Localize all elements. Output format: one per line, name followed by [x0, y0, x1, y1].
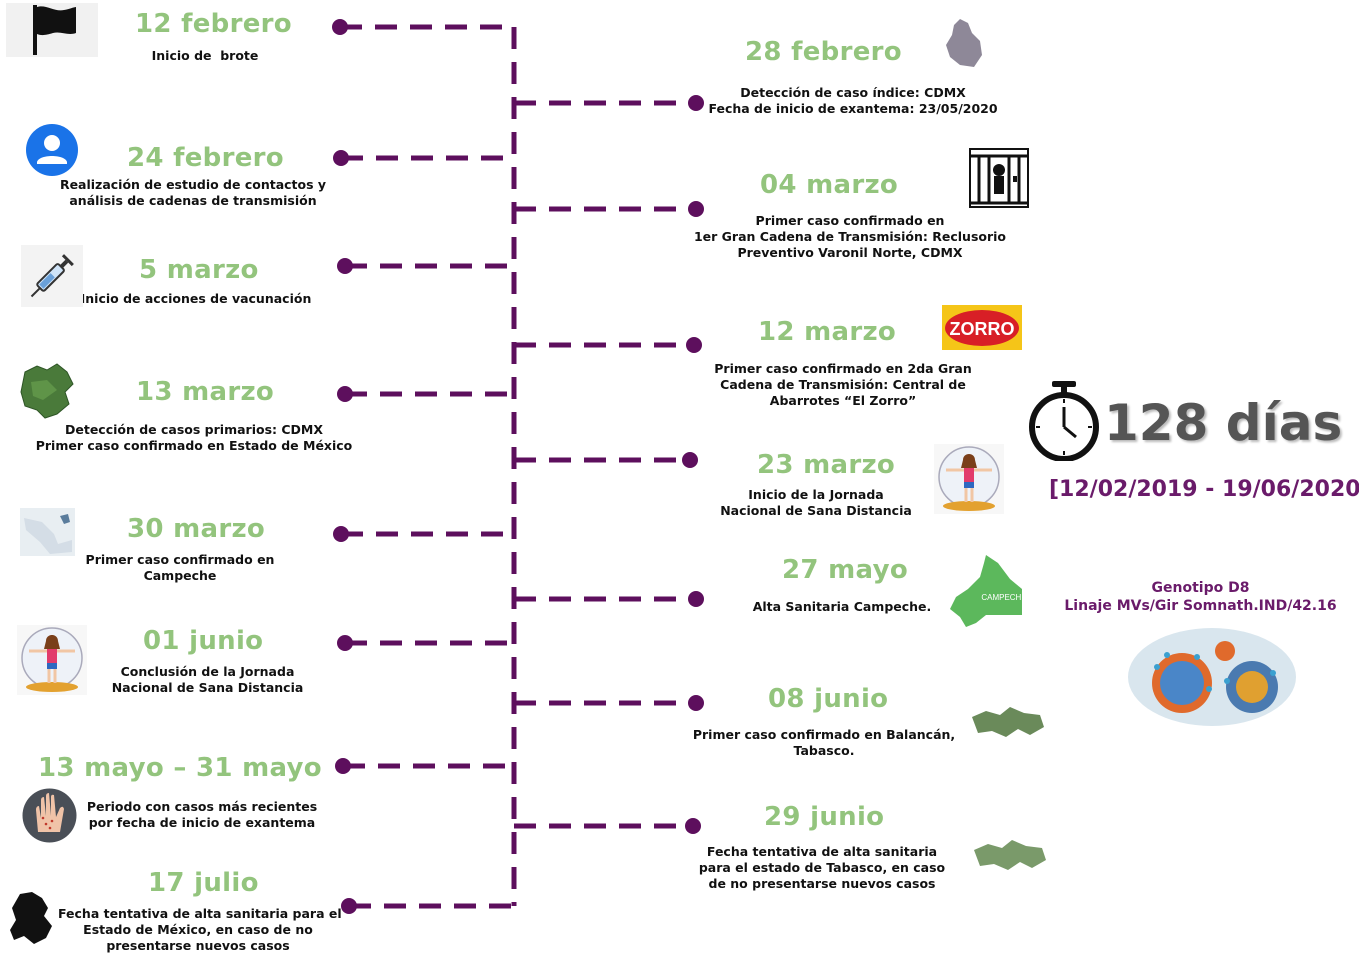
event-date: 30 marzo [127, 514, 266, 544]
event-description: Primer caso confirmado en 1er Gran Caden… [693, 213, 1007, 260]
event-date: 01 junio [143, 626, 264, 656]
zorro-logo-text: ZORRO [950, 319, 1015, 339]
timeline-dot [337, 635, 353, 651]
timeline-dot [688, 591, 704, 607]
timeline-dot [686, 337, 702, 353]
mexico-map-icon [20, 508, 75, 556]
user-icon [25, 123, 79, 177]
event-description: Primer caso confirmado en 2da Gran Caden… [714, 361, 972, 408]
tabasco-map-icon [970, 703, 1046, 741]
sana-distancia-icon [934, 444, 1004, 514]
stopwatch-icon [1026, 379, 1102, 462]
timeline-dot [337, 386, 353, 402]
timeline-dot [332, 19, 348, 35]
event-description: Fecha tentativa de alta sanitaria para e… [698, 844, 946, 891]
event-date: 29 junio [764, 802, 885, 832]
event-description: Detección de casos primarios: CDMX Prime… [35, 422, 353, 453]
timeline-dot [682, 452, 698, 468]
event-date: 08 junio [768, 684, 889, 714]
event-description: Alta Sanitaria Campeche. [752, 599, 932, 614]
event-date: 13 mayo – 31 mayo [38, 753, 322, 783]
campeche-map-icon: CAMPECHE [946, 553, 1027, 631]
timeline-dot [333, 526, 349, 542]
flag-icon [6, 3, 98, 57]
event-description: Fecha tentativa de alta sanitaria para e… [58, 906, 342, 953]
event-date: 13 marzo [136, 377, 275, 407]
event-date: 27 mayo [782, 555, 908, 585]
edomex-map-icon [6, 890, 56, 946]
event-description: Inicio de brote [151, 48, 259, 63]
days-count: 128 días [1104, 394, 1343, 452]
syringe-icon [21, 245, 83, 307]
event-date: 17 julio [148, 868, 259, 898]
event-date: 12 febrero [135, 9, 292, 39]
event-description: Detección de caso índice: CDMX Fecha de … [708, 85, 998, 116]
event-description: Periodo con casos más recientes por fech… [86, 799, 318, 830]
event-description: Primer caso confirmado en Balancán, Taba… [692, 727, 956, 758]
event-description: Realización de estudio de contactos y an… [59, 177, 327, 208]
event-date: 28 febrero [745, 37, 902, 67]
sana-distancia-icon [17, 625, 87, 695]
event-date: 5 marzo [139, 255, 259, 285]
prison-icon [969, 148, 1029, 210]
event-date: 23 marzo [757, 450, 896, 480]
event-description: Primer caso confirmado en Campeche [85, 552, 275, 583]
genotype-label: Genotipo D8 Linaje MVs/Gir Somnath.IND/4… [1064, 580, 1337, 614]
timeline-dot [688, 695, 704, 711]
virus-icon [1127, 627, 1297, 727]
state-map-icon [17, 362, 77, 420]
timeline-dot [685, 818, 701, 834]
event-description: Inicio de acciones de vacunación [80, 291, 312, 306]
date-range: [12/02/2019 - 19/06/2020] [1049, 477, 1359, 502]
tabasco-map-icon [972, 836, 1048, 872]
timeline-dot [688, 95, 704, 111]
zorro-logo-icon: ZORRO [942, 305, 1022, 350]
event-date: 24 febrero [127, 143, 284, 173]
timeline-dot [688, 201, 704, 217]
event-date: 12 marzo [758, 317, 897, 347]
timeline-dot [333, 150, 349, 166]
rash-hand-icon [22, 788, 77, 843]
timeline-dot [337, 258, 353, 274]
timeline-dot [341, 898, 357, 914]
cdmx-map-icon [944, 17, 984, 69]
event-date: 04 marzo [760, 170, 899, 200]
event-description: Inicio de la Jornada Nacional de Sana Di… [720, 487, 912, 518]
event-description: Conclusión de la Jornada Nacional de San… [111, 664, 304, 695]
campeche-map-label: CAMPECHE [981, 593, 1024, 602]
timeline-dot [335, 758, 351, 774]
